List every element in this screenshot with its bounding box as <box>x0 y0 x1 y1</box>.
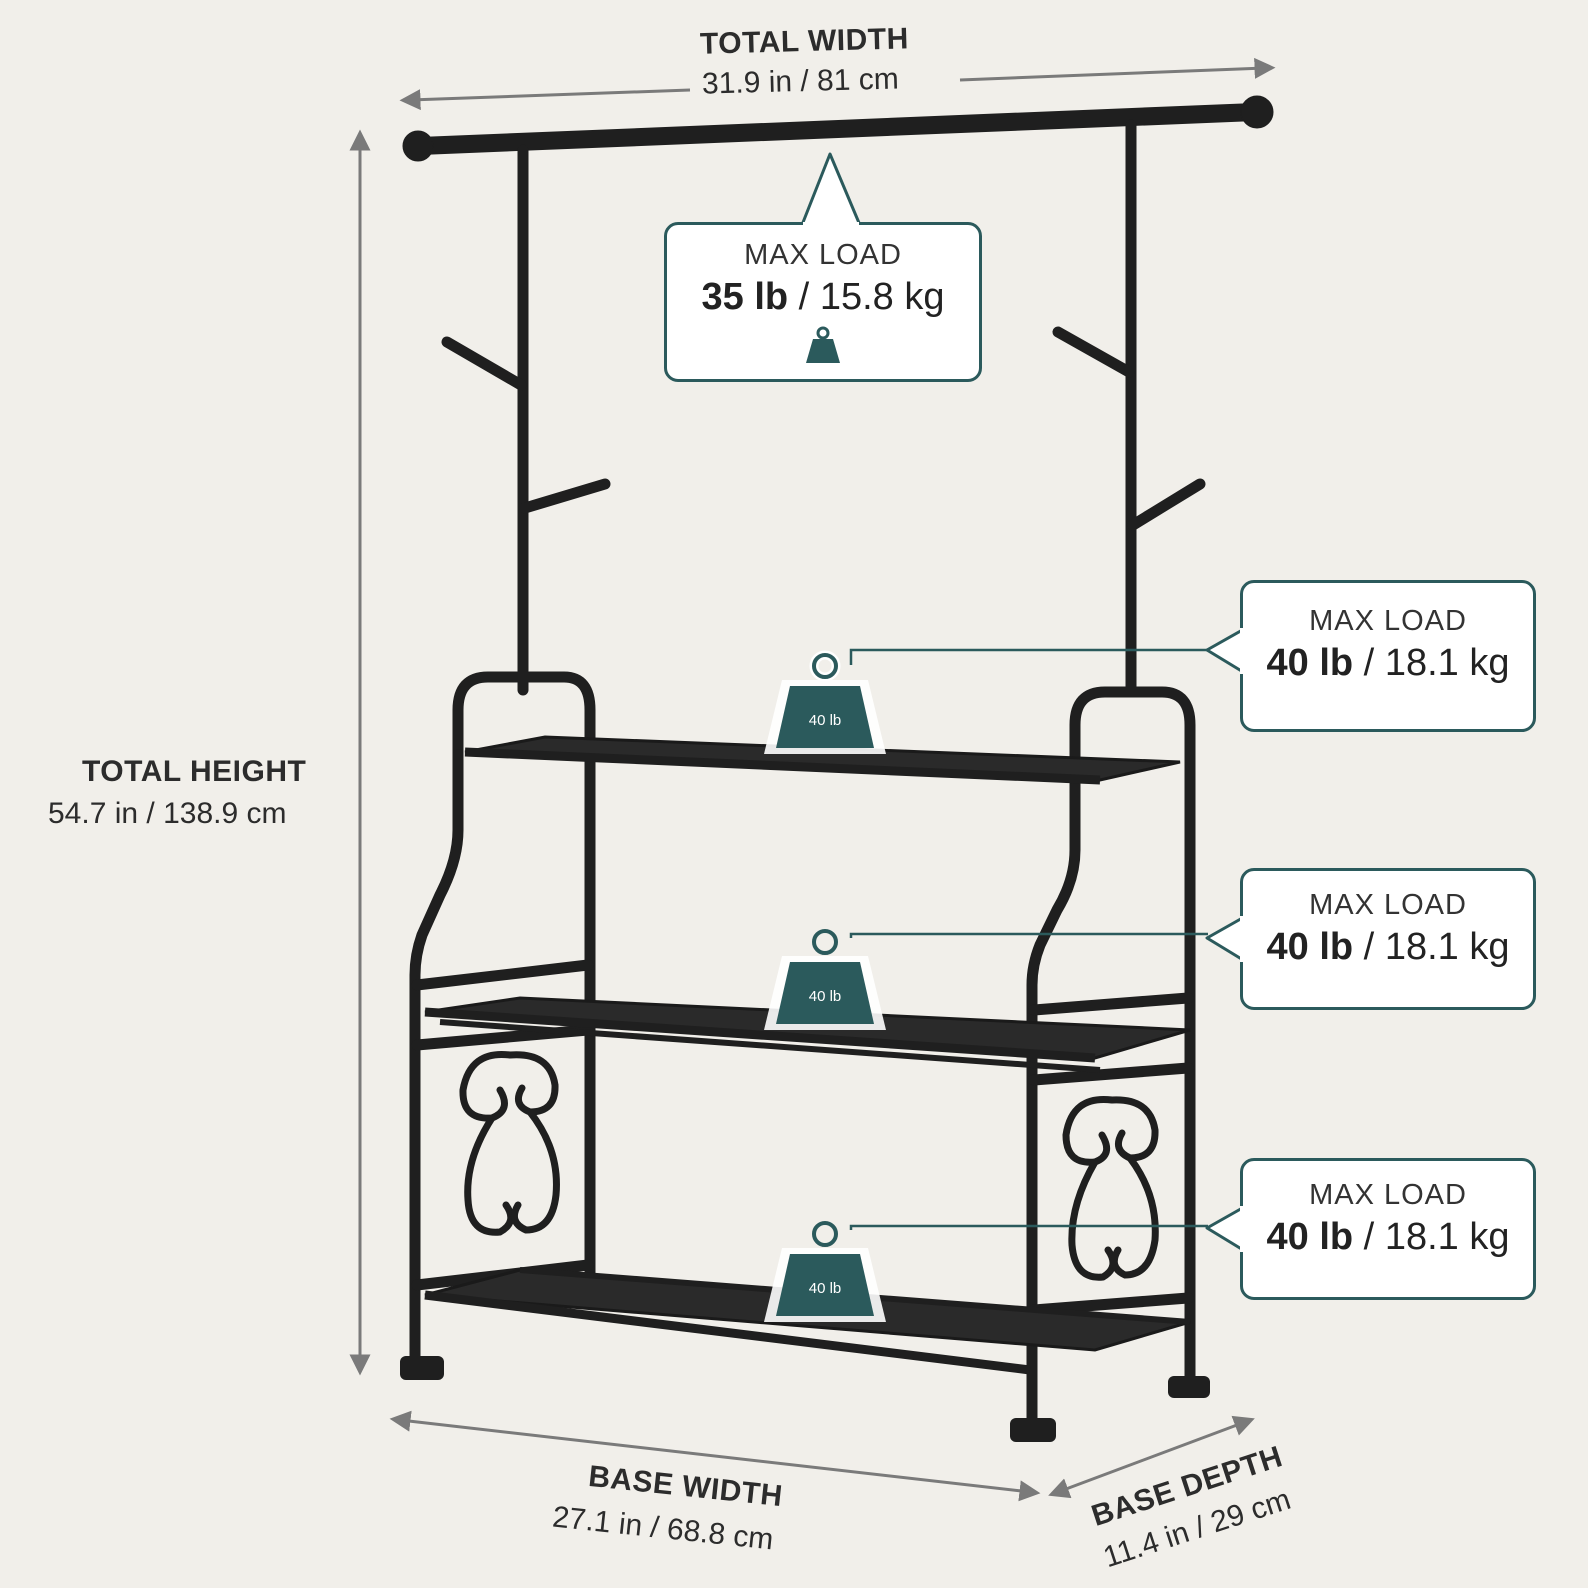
base-width-arrow <box>389 1410 1041 1502</box>
base-depth-arrow <box>1048 1415 1255 1499</box>
total-height-value: 54.7 in / 138.9 cm <box>48 797 287 830</box>
left-foot-back <box>400 1356 444 1380</box>
weight-icon <box>806 326 840 363</box>
top-callout-seam <box>803 222 859 226</box>
total-width-arrow-right <box>959 57 1276 82</box>
weight-icon: 40 lb <box>760 648 890 758</box>
hanging-bar <box>402 95 1274 162</box>
top-callout-pointer <box>798 152 864 232</box>
shelf-load-value: 40 lb / 18.1 kg <box>1266 642 1510 684</box>
shelf-callout-seam-1 <box>1240 628 1245 674</box>
weight-icon: 40 lb <box>760 1216 890 1326</box>
top-load-label: MAX LOAD <box>744 239 902 271</box>
shelf-callout-seam-2 <box>1240 916 1245 962</box>
top-load-callout: MAX LOAD 35 lb / 15.8 kg <box>664 222 982 382</box>
right-side-frame <box>1026 686 1196 1431</box>
scroll-ornament-left <box>459 1050 560 1236</box>
hook-left-upper <box>441 336 527 391</box>
total-height-title: TOTAL HEIGHT <box>82 755 307 788</box>
total-width-arrow-left <box>399 88 691 111</box>
shelf-load-label: MAX LOAD <box>1309 1179 1467 1211</box>
shelf-load-callout-bottom: MAX LOAD 40 lb / 18.1 kg <box>1240 1158 1536 1300</box>
shelf-load-value: 40 lb / 18.1 kg <box>1266 926 1510 968</box>
right-foot-back <box>1168 1376 1210 1398</box>
hook-left-lower <box>519 478 611 514</box>
shelf-callout-seam-3 <box>1240 1206 1245 1252</box>
right-foot-front <box>1010 1418 1056 1442</box>
shelf-load-callout-top: MAX LOAD 40 lb / 18.1 kg <box>1240 580 1536 732</box>
hook-right-lower <box>1127 478 1206 531</box>
weight-icon: 40 lb <box>760 924 890 1034</box>
shelf-load-label: MAX LOAD <box>1309 889 1467 921</box>
shelf-load-value: 40 lb / 18.1 kg <box>1266 1216 1510 1258</box>
shelf-top <box>464 735 1181 785</box>
callout-leaders <box>849 648 1208 1230</box>
weight-badge-label: 40 lb <box>808 1280 842 1297</box>
shelf-load-label: MAX LOAD <box>1309 605 1467 637</box>
shelf-load-callout-middle: MAX LOAD 40 lb / 18.1 kg <box>1240 868 1536 1010</box>
uprights <box>441 119 1206 696</box>
dimension-arrows <box>349 57 1276 1502</box>
weight-badge-label: 40 lb <box>808 712 842 729</box>
top-load-value: 35 lb / 15.8 kg <box>701 276 945 318</box>
hook-right-upper <box>1052 326 1135 378</box>
scroll-ornament-right <box>1062 1095 1159 1281</box>
total-width-value: 31.9 in / 81 cm <box>701 62 900 101</box>
total-width-title: TOTAL WIDTH <box>699 22 910 61</box>
weight-badge-label: 40 lb <box>808 988 842 1005</box>
